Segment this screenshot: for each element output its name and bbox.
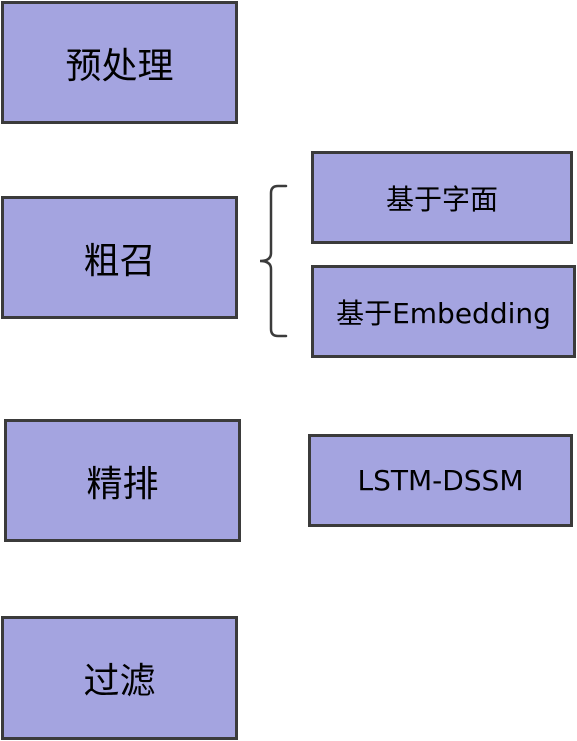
method-box-embedding: 基于Embedding — [311, 265, 576, 358]
curly-brace-connector — [259, 184, 288, 338]
stage-label: 粗召 — [83, 240, 156, 282]
stage-box-coarse-recall: 粗召 — [1, 196, 238, 319]
stage-label: 过滤 — [83, 661, 156, 702]
method-box-literal: 基于字面 — [311, 151, 573, 244]
stage-box-filter: 过滤 — [1, 616, 238, 740]
stage-box-fine-rank: 精排 — [4, 419, 241, 542]
stage-box-preprocess: 预处理 — [1, 1, 238, 124]
method-label: LSTM-DSSM — [357, 464, 524, 497]
method-box-lstm-dssm: LSTM-DSSM — [308, 434, 573, 527]
method-label: 基于字面 — [385, 182, 498, 216]
stage-label: 预处理 — [65, 45, 174, 87]
stage-label: 精排 — [86, 463, 159, 505]
method-label: 基于Embedding — [336, 296, 551, 330]
